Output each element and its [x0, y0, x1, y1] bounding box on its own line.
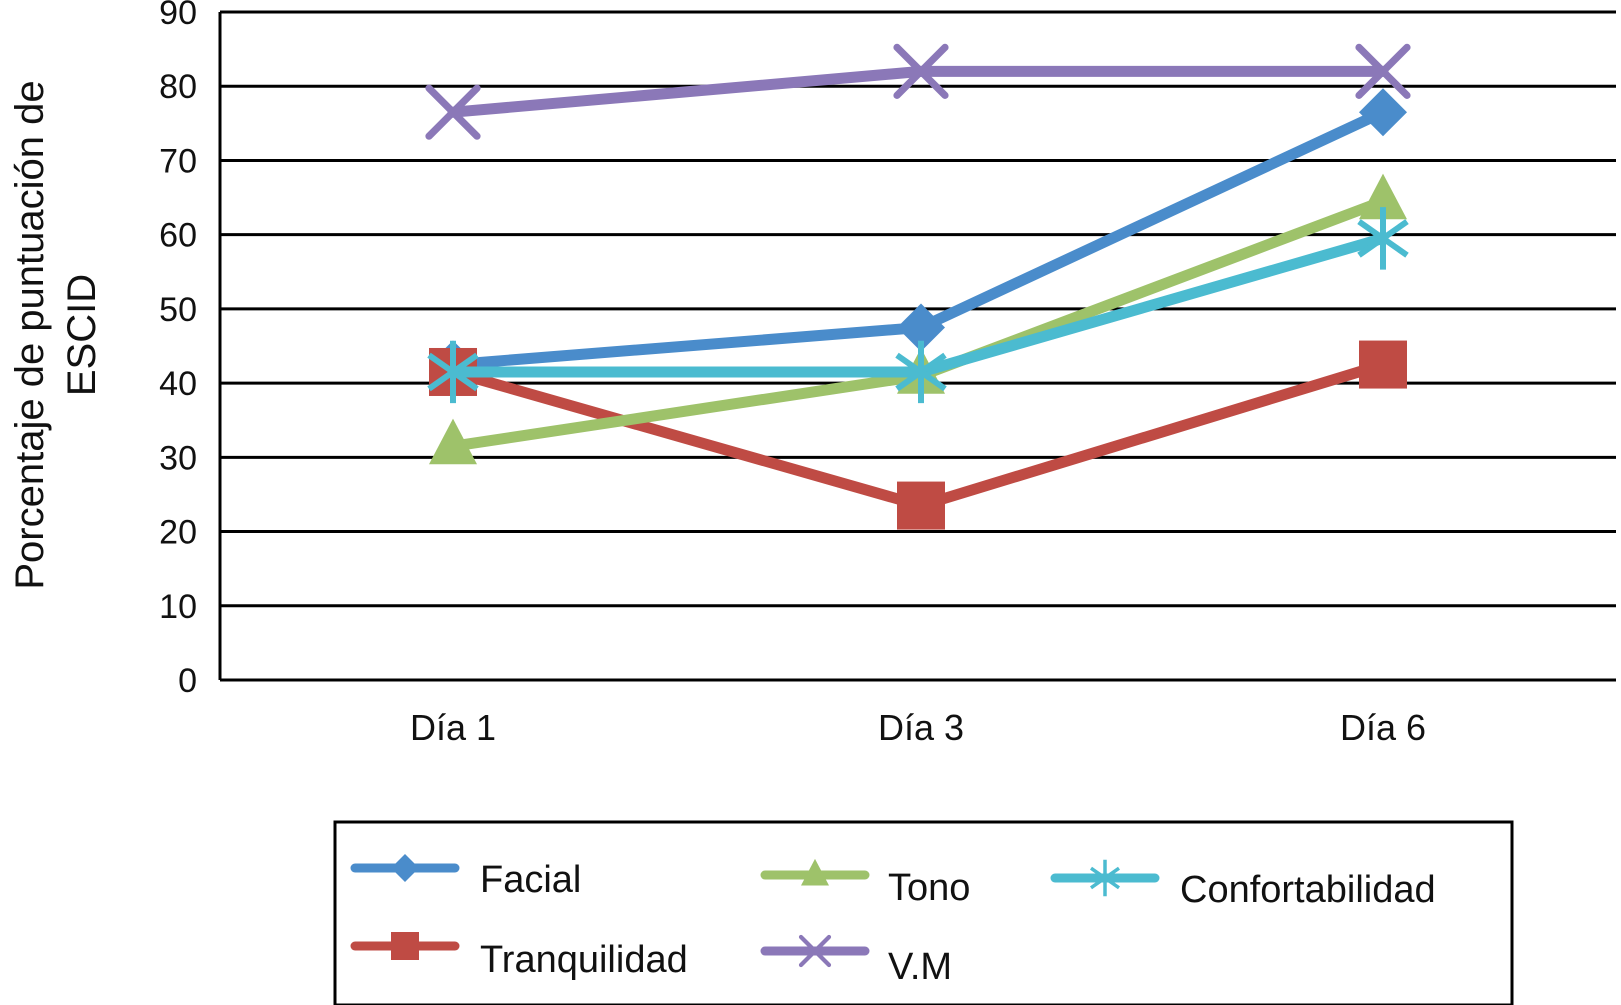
point-confortabilidad-d-a-3 — [895, 340, 947, 404]
legend-label-tono: Tono — [888, 867, 970, 909]
point-v-m-d-a-1 — [425, 84, 481, 140]
legend-marker-confortabilidad — [1089, 859, 1121, 897]
legend-label-tranquilidad: Tranquilidad — [480, 939, 688, 981]
y-tick-label-70: 70 — [159, 142, 197, 180]
legend-marker-v-m — [798, 934, 832, 968]
legend-label-facial: Facial — [480, 859, 581, 901]
point-facial-d-a-3 — [897, 303, 945, 352]
y-axis-label-line-1: Porcentaje de puntuación de — [8, 80, 52, 589]
x-tick-label-d-a-1: Día 1 — [410, 707, 496, 748]
x-tick-label-d-a-6: Día 6 — [1340, 707, 1426, 748]
legend-item-tono: Tono — [760, 858, 970, 909]
x-axis-ticks: Día 1 Día 3 Día 6 — [410, 707, 1426, 748]
series-layer — [425, 43, 1411, 530]
series-v-m — [425, 43, 1411, 140]
legend-marker-tranquilidad — [391, 932, 419, 960]
point-tono-d-a-1 — [429, 418, 477, 465]
legend-item-tranquilidad: Tranquilidad — [350, 932, 688, 981]
y-tick-label-90: 90 — [159, 0, 197, 32]
legend-item-confortabilidad: Confortabilidad — [1050, 859, 1436, 911]
legend-item-v-m: V.M — [760, 934, 952, 988]
y-tick-label-20: 20 — [159, 514, 197, 552]
point-tono-d-a-6 — [1359, 173, 1407, 220]
legend-marker-tono — [801, 858, 829, 886]
series-confortabilidad — [427, 207, 1409, 404]
point-facial-d-a-6 — [1359, 88, 1407, 137]
y-axis-label-line-2: ESCID — [60, 274, 104, 396]
point-tranquilidad-d-a-6 — [1359, 340, 1407, 389]
y-tick-label-10: 10 — [159, 588, 197, 626]
x-tick-label-d-a-3: Día 3 — [878, 707, 964, 748]
point-confortabilidad-d-a-6 — [1357, 207, 1409, 270]
y-tick-label-80: 80 — [159, 68, 197, 106]
point-confortabilidad-d-a-1 — [427, 340, 479, 404]
y-tick-label-60: 60 — [159, 217, 197, 255]
point-v-m-d-a-3 — [893, 43, 949, 99]
legend-marker-facial — [391, 854, 419, 882]
y-tick-label-40: 40 — [159, 365, 197, 403]
legend-box — [333, 820, 1514, 1005]
point-tranquilidad-d-a-3 — [897, 481, 945, 530]
legend-label-v-m: V.M — [888, 946, 952, 988]
point-v-m-d-a-6 — [1355, 43, 1411, 99]
legend-label-confortabilidad: Confortabilidad — [1180, 869, 1436, 911]
y-axis-ticks: 0 10 20 30 40 50 60 70 80 90 — [159, 0, 197, 700]
y-tick-label-0: 0 — [178, 662, 197, 700]
y-tick-label-30: 30 — [159, 439, 197, 477]
series-tranquilidad — [429, 340, 1407, 530]
legend-item-facial: Facial — [350, 854, 581, 901]
y-tick-label-50: 50 — [159, 291, 197, 329]
